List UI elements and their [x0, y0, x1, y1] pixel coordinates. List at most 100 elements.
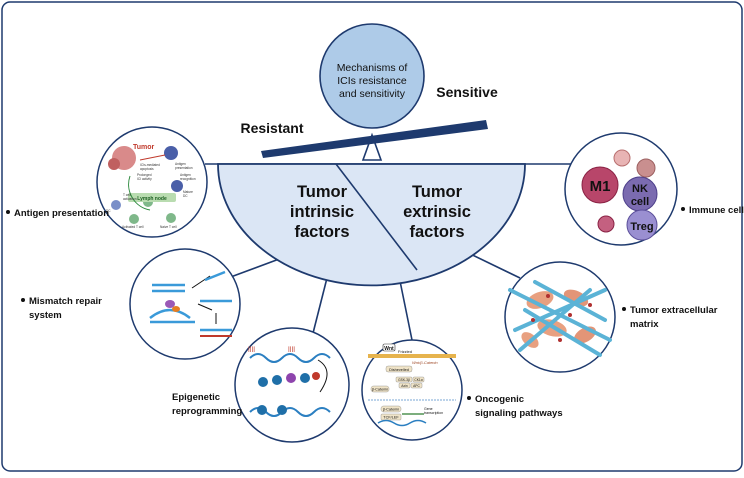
label-oncogenic-2: signaling pathways	[475, 408, 563, 419]
antigen-tumor-label: Tumor	[133, 144, 155, 151]
bullet-mismatch	[21, 298, 25, 302]
label-antigen-presentation: Antigen presentation	[14, 208, 109, 219]
oncogenic-panel: Wnt Frizzled Wnt/β-Catenin Dishevelled G…	[361, 339, 463, 441]
bowl-divider	[335, 163, 418, 271]
complex-label-3: Axin	[401, 384, 408, 388]
title-line-2: ICIs resistance	[337, 75, 407, 87]
extrinsic-line-1: Tumor	[412, 183, 463, 201]
mmr-protein-icon-2	[172, 306, 180, 312]
nuclear-dna	[377, 419, 427, 427]
dna-helix-top	[249, 353, 331, 363]
antigen-presentation-panel: Tumor Lymph node ICIs-mediated apoptosis…	[96, 126, 208, 238]
frizzled-label: Frizzled	[398, 349, 412, 354]
treg-label: Treg	[630, 221, 653, 233]
naive-t-cell-icon	[166, 213, 176, 223]
epigenetic-panel: ꟾꟾꟾꟾ ꟾꟾꟾꟾ	[234, 327, 350, 443]
ecm-proteins	[531, 294, 592, 342]
antigen-text-11: Activated T cell	[122, 225, 144, 229]
beta-catenin-label-1: β-Catenin	[372, 388, 389, 392]
antigen-text-3: Prolonged	[137, 173, 152, 177]
nucleosome-6	[257, 405, 267, 415]
mismatch-repair-panel	[129, 248, 241, 360]
sensitive-label: Sensitive	[436, 84, 498, 100]
dna-loop	[149, 308, 191, 319]
epigenetic-arrow	[317, 359, 328, 393]
nucleosome-3	[286, 373, 296, 383]
nk-label-1: NK	[632, 183, 648, 195]
dc-small-icon	[111, 200, 121, 210]
bullet-ecm	[622, 307, 626, 311]
intrinsic-line-2: intrinsic	[290, 203, 354, 221]
mismatch-arrow-2	[197, 303, 213, 311]
antigen-lymph-node-label: Lymph node	[137, 196, 167, 202]
extracellular-matrix-panel	[504, 261, 616, 373]
nucleosome-4	[300, 373, 310, 383]
title-line-3: and sensitivity	[339, 88, 406, 100]
axin-box	[398, 382, 411, 389]
nucleosome-2	[272, 375, 282, 385]
epigenetic-circle	[234, 327, 350, 443]
antigen-text-4: ICI activity	[137, 177, 152, 181]
fulcrum-triangle	[361, 132, 383, 161]
wnt-label: Wnt	[384, 346, 394, 352]
antigen-text-13: DC	[183, 194, 188, 198]
nucleosome-7	[277, 405, 287, 415]
antigen-text-1: ICIs-mediated	[140, 163, 160, 167]
antigen-text-12: Mature	[183, 190, 193, 194]
bullet-antigen	[6, 210, 10, 214]
immune-cells-panel: M1 NK cell Treg	[564, 132, 678, 246]
macrophage-small-icon	[597, 215, 615, 233]
antigen-text-6: presentation	[175, 166, 193, 170]
central-bowl	[217, 163, 526, 287]
lymph-node-box	[128, 193, 176, 202]
balance-beam	[261, 120, 488, 158]
nucleosome-1	[258, 377, 268, 387]
wnt-box	[382, 343, 396, 352]
m1-macrophage-icon	[581, 166, 619, 204]
tumor-cell-icon-2	[108, 158, 120, 170]
nk-label-2: cell	[631, 196, 649, 208]
dendritic-cell-icon-2	[636, 158, 656, 178]
ck1-box	[412, 376, 425, 383]
connector-oncogenic	[399, 280, 413, 341]
antigen-text-8: recognition	[180, 177, 196, 181]
bullet-oncogenic	[467, 396, 471, 400]
complex-label-4: APC	[413, 384, 420, 388]
label-epigenetic-2: reprogramming	[172, 406, 242, 417]
antigen-text-10: activation	[123, 197, 137, 201]
activated-t-cell-icon	[129, 214, 139, 224]
treg-cell-icon	[626, 209, 658, 241]
gsk-box	[395, 376, 413, 383]
antigen-text-2: apoptosis	[140, 167, 154, 171]
label-mismatch-2: system	[29, 310, 62, 321]
extrinsic-line-3: factors	[409, 223, 464, 241]
label-epigenetic-1: Epigenetic	[172, 392, 220, 403]
label-ecm-2: matrix	[630, 319, 659, 330]
intrinsic-line-3: factors	[294, 223, 349, 241]
mmr-protein-icon	[165, 300, 175, 308]
methyl-marks-1: ꟾꟾꟾꟾ	[248, 346, 255, 354]
title-circle	[319, 23, 425, 129]
dendritic-cell-icon	[613, 149, 631, 167]
m1-label: M1	[590, 178, 611, 195]
antigen-cycle-arrow	[128, 175, 151, 211]
label-ecm-1: Tumor extracellular	[630, 305, 718, 316]
dc-cell-icon	[164, 146, 178, 160]
collagen-fibers	[508, 280, 612, 357]
tcf-box	[380, 413, 402, 421]
pathway-label: Wnt/β-Catenin	[412, 360, 438, 365]
antigen-text-14: Naive T cell	[160, 225, 177, 229]
tcf-label: TCF/LEF	[383, 416, 399, 420]
label-oncogenic-1: Oncogenic	[475, 394, 524, 405]
nucleosome-5	[312, 372, 320, 380]
dna-fragment	[204, 270, 226, 282]
antigen-text-7: Antigen	[180, 173, 191, 177]
label-mismatch-1: Mismatch repair	[29, 296, 102, 307]
antigen-text-5: Antigen	[175, 162, 186, 166]
complex-label-1: GSK-3β	[398, 378, 410, 382]
gene-label-2: transcription	[424, 411, 443, 415]
antigen-arrow-red	[139, 154, 166, 161]
title-line-1: Mechanisms of	[337, 62, 408, 74]
